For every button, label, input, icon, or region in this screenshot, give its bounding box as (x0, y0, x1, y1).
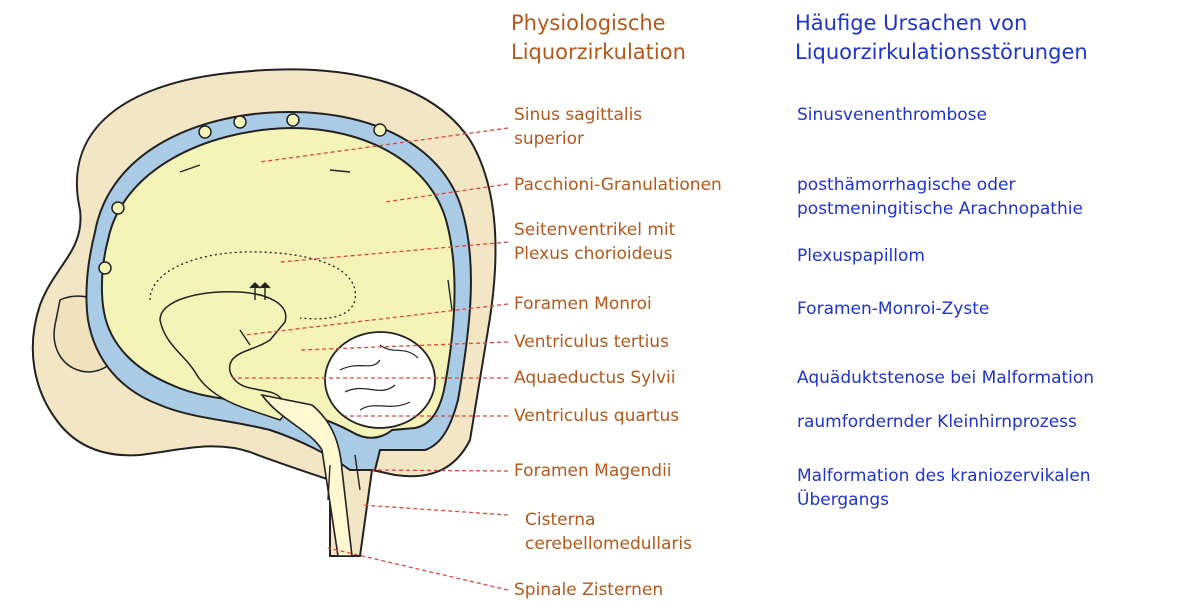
label-ventriculus-quartus: Ventriculus quartus (514, 404, 679, 428)
label-line: superior (514, 127, 642, 151)
label-line: Sinus sagittalis (514, 103, 642, 127)
heading-physiological-line2: Liquorzirkulation (511, 38, 686, 67)
cause-arachnopathie: posthämorrhagische oder postmeningitisch… (797, 173, 1083, 221)
heading-causes-line1: Häufige Ursachen von (795, 9, 1088, 38)
label-line: Foramen Magendii (514, 459, 672, 483)
cause-line: Sinusvenenthrombose (797, 103, 987, 127)
label-spinale-zisternen: Spinale Zisternen (514, 578, 663, 602)
cause-line: Übergangs (797, 488, 1091, 512)
label-aquaeductus: Aquaeductus Sylvii (514, 366, 675, 390)
label-line: Aquaeductus Sylvii (514, 366, 675, 390)
label-foramen-magendii: Foramen Magendii (514, 459, 672, 483)
heading-causes: Häufige Ursachen von Liquorzirkulationss… (795, 9, 1088, 67)
label-cisterna: Cisterna cerebellomedullaris (525, 508, 692, 556)
cause-line: Malformation des kraniozervikalen (797, 464, 1091, 488)
cause-line: Plexuspapillom (797, 244, 925, 268)
cause-malformation-kraniozervikal: Malformation des kraniozervikalen Überga… (797, 464, 1091, 512)
cause-sinusvenenthrombose: Sinusvenenthrombose (797, 103, 987, 127)
heading-causes-line2: Liquorzirkulationsstörungen (795, 38, 1088, 67)
cause-kleinhirnprozess: raumfordernder Kleinhirnprozess (797, 410, 1077, 434)
label-line: Ventriculus quartus (514, 404, 679, 428)
label-sinus-sagittalis: Sinus sagittalis superior (514, 103, 642, 151)
label-line: Plexus chorioideus (514, 242, 675, 266)
label-line: Foramen Monroi (514, 292, 652, 316)
cause-line: raumfordernder Kleinhirnprozess (797, 410, 1077, 434)
cause-line: Aquäduktstenose bei Malformation (797, 366, 1094, 390)
label-line: Ventriculus tertius (514, 330, 669, 354)
label-pacchioni: Pacchioni-Granulationen (514, 173, 722, 197)
cause-line: postmeningitische Arachnopathie (797, 197, 1083, 221)
heading-physiological: Physiologische Liquorzirkulation (511, 9, 686, 67)
label-foramen-monroi: Foramen Monroi (514, 292, 652, 316)
cause-line: posthämorrhagische oder (797, 173, 1083, 197)
label-seitenventrikel: Seitenventrikel mit Plexus chorioideus (514, 218, 675, 266)
label-ventriculus-tertius: Ventriculus tertius (514, 330, 669, 354)
label-line: Seitenventrikel mit (514, 218, 675, 242)
heading-physiological-line1: Physiologische (511, 9, 686, 38)
cause-plexuspapillom: Plexuspapillom (797, 244, 925, 268)
cause-monroi-zyste: Foramen-Monroi-Zyste (797, 297, 989, 321)
cause-aquaeduktstenose: Aquäduktstenose bei Malformation (797, 366, 1094, 390)
label-line: Pacchioni-Granulationen (514, 173, 722, 197)
label-line: Cisterna (525, 508, 692, 532)
label-line: Spinale Zisternen (514, 578, 663, 602)
label-line: cerebellomedullaris (525, 532, 692, 556)
cause-line: Foramen-Monroi-Zyste (797, 297, 989, 321)
